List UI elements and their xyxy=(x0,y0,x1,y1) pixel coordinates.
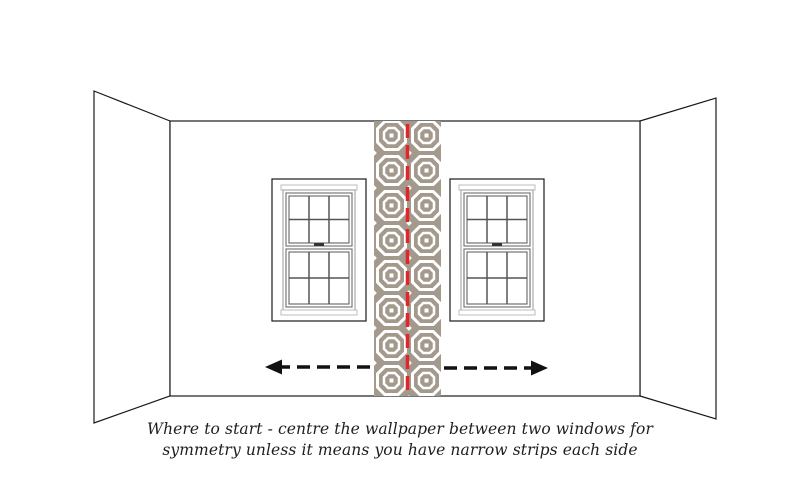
left-arrow-icon xyxy=(265,359,370,375)
right-side-wall xyxy=(639,97,717,420)
right-window xyxy=(449,178,545,322)
right-arrow-icon xyxy=(444,360,548,376)
caption: Where to start - centre the wallpaper be… xyxy=(0,419,800,461)
left-side-wall xyxy=(93,90,171,424)
caption-line-1: Where to start - centre the wallpaper be… xyxy=(147,420,653,438)
left-window xyxy=(271,178,367,322)
caption-line-2: symmetry unless it means you have narrow… xyxy=(162,441,638,459)
